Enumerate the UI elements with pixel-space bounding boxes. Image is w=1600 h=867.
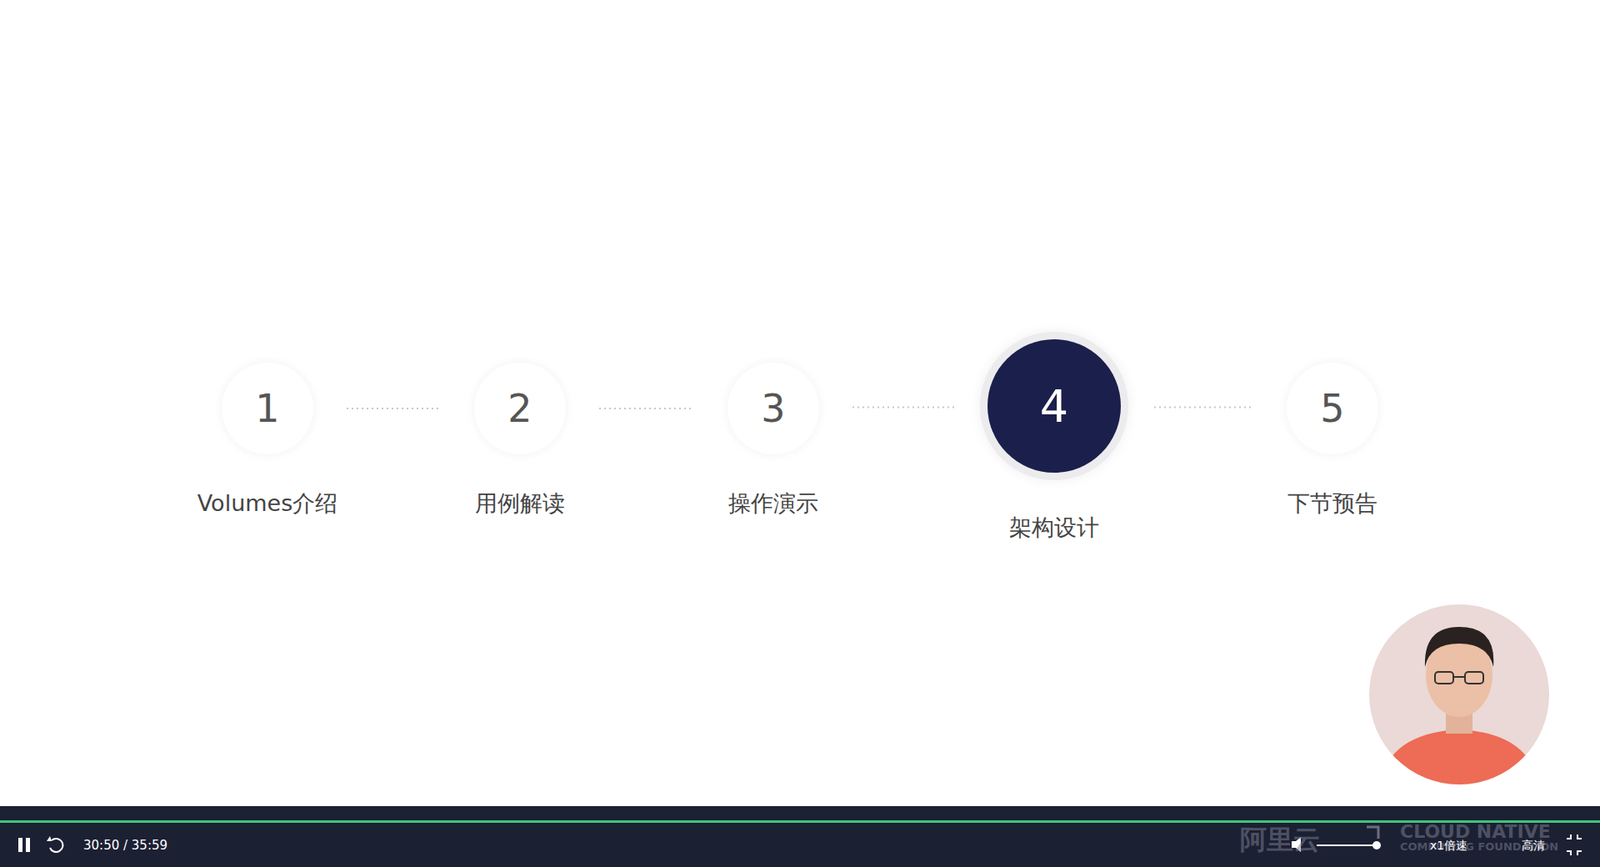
step-number: 5	[1286, 362, 1379, 455]
step-number: 1	[221, 362, 314, 455]
step-circle: 2用例解读	[474, 362, 566, 455]
cncf-logo	[1366, 826, 1379, 839]
presenter-video	[1366, 600, 1559, 792]
volume-knob	[1372, 840, 1381, 850]
pause-icon	[25, 837, 30, 852]
step-label: 操作演示	[728, 488, 819, 519]
step-number: 4	[987, 339, 1121, 473]
step-number: 2	[474, 362, 566, 455]
player-control-text: 高清	[1521, 838, 1545, 854]
step-number: 3	[727, 362, 820, 455]
pause-icon	[18, 837, 23, 852]
time-display: 30:50 / 35:59	[83, 837, 168, 853]
step-circle: 5下节预告	[1286, 362, 1379, 455]
dotted-connector	[346, 408, 441, 410]
step-label: 用例解读	[475, 488, 565, 519]
step-label: 下节预告	[1287, 488, 1378, 519]
step-circle: 3操作演示	[727, 362, 820, 455]
dotted-connector	[599, 408, 695, 410]
step-label: Volumes介绍	[197, 488, 339, 519]
progress-bar	[0, 820, 1600, 823]
player-control-text: x1倍速	[1430, 838, 1468, 854]
replay-icon	[50, 838, 63, 852]
watermark: 阿里云	[1240, 821, 1320, 859]
dotted-connector	[852, 406, 955, 408]
player-bar	[0, 805, 1600, 867]
volume-slider	[1316, 844, 1377, 846]
dotted-connector	[1154, 406, 1254, 408]
active-step-circle: 4架构设计	[987, 339, 1121, 473]
step-circle: 1Volumes介绍	[221, 362, 314, 455]
fullscreen-icon	[1566, 834, 1582, 855]
step-label: 架构设计	[1009, 512, 1100, 543]
replay-icon	[46, 835, 52, 841]
